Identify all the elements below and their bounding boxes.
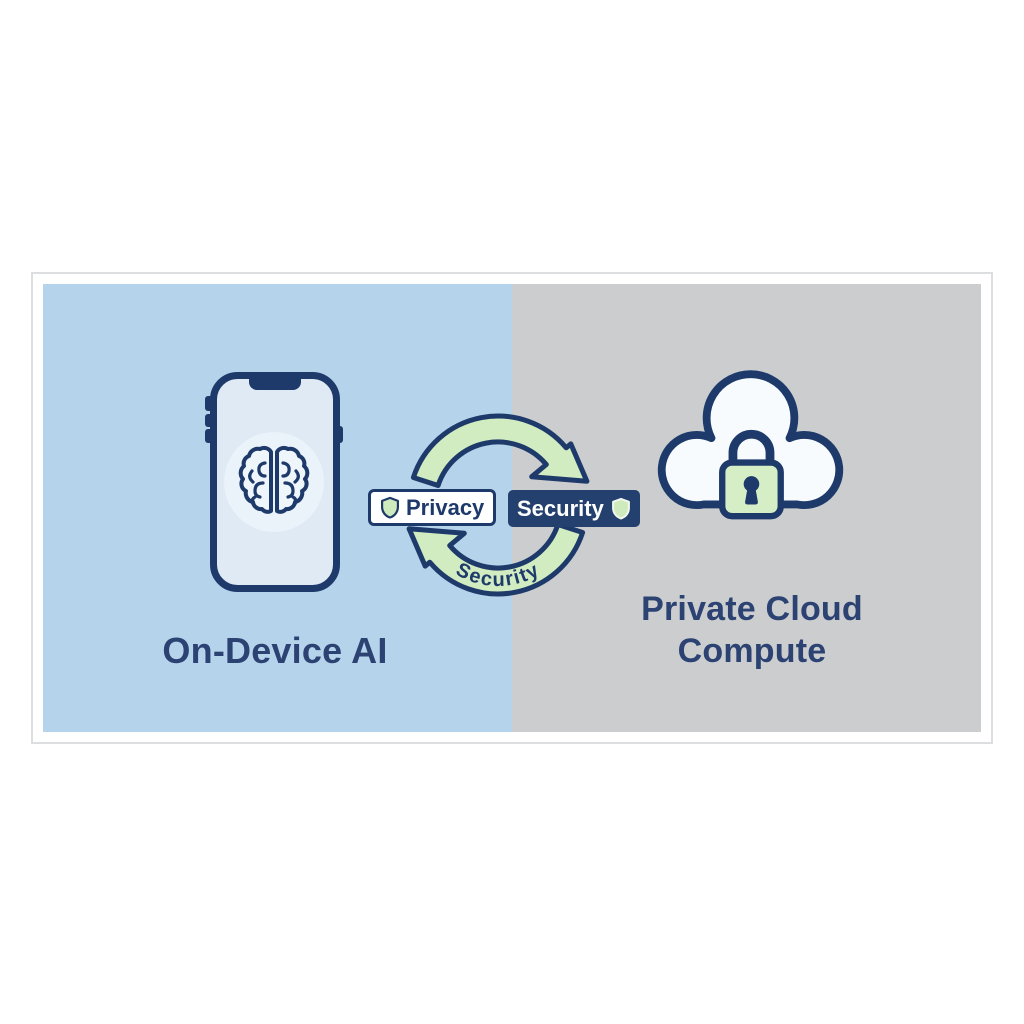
screen-glow <box>224 432 324 532</box>
padlock-shackle <box>728 429 775 466</box>
keyhole-stem <box>745 487 758 505</box>
privacy-badge-label: Privacy <box>406 494 485 520</box>
smartphone-brain-icon <box>205 372 343 592</box>
security-badge: Security <box>508 490 640 527</box>
on-device-ai-label: On-Device AI <box>162 630 388 671</box>
circular-arrows-icon: Security <box>388 413 590 615</box>
private-cloud-compute-label: Private Cloud Compute <box>641 590 863 670</box>
keyhole <box>743 476 760 492</box>
shield-icon <box>381 496 399 519</box>
diagram-frame <box>31 272 993 744</box>
phone-notch <box>249 374 301 390</box>
brain-icon <box>238 445 310 514</box>
top-arrow <box>410 413 590 488</box>
shield-icon <box>611 497 630 520</box>
cloud-shape <box>657 370 844 509</box>
privacy-badge: Privacy <box>368 489 497 526</box>
security-badge-label: Security <box>517 495 604 521</box>
padlock-icon <box>719 429 784 520</box>
cloud-padlock-icon <box>657 370 844 520</box>
